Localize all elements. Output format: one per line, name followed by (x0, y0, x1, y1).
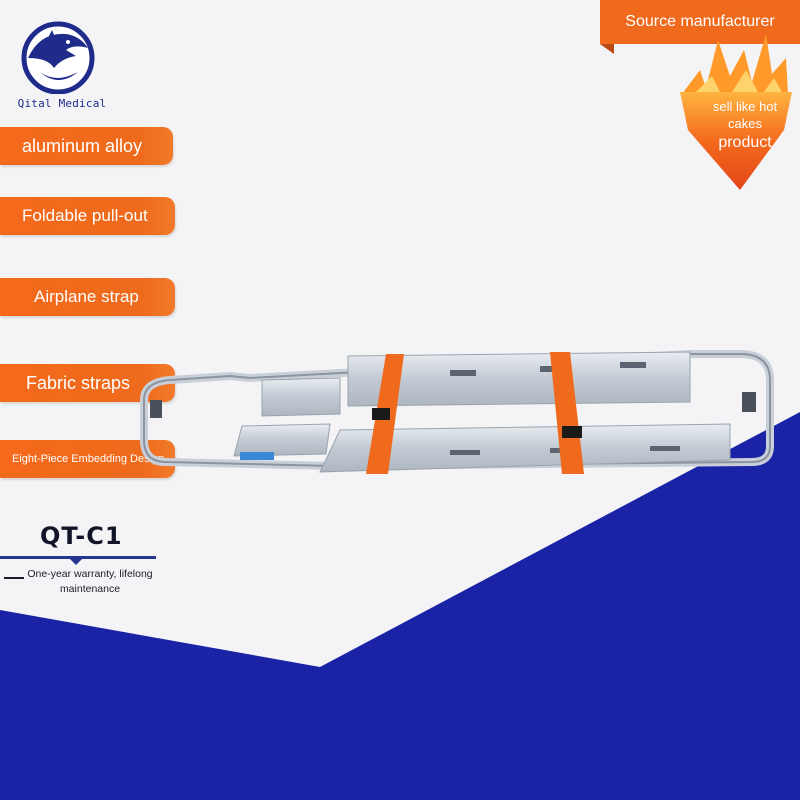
banner-fold (600, 44, 614, 54)
feature-tag-aluminum: aluminum alloy (0, 127, 173, 165)
flame-line-3: product (718, 134, 772, 151)
scoop-stretcher-icon (140, 350, 774, 474)
shark-logo-icon (21, 21, 95, 94)
hot-product-label: sell like hot cakes product (690, 98, 800, 151)
model-number: QT-C1 (40, 522, 123, 550)
flame-line-1: sell like hot (712, 99, 778, 114)
model-notch (70, 559, 82, 565)
feature-tag-foldable: Foldable pull-out (0, 197, 175, 235)
flame-line-2: cakes (728, 116, 762, 131)
feature-tag-eight-piece: Eight-Piece Embedding Design (0, 440, 175, 478)
brand-name: Qital Medical (17, 97, 107, 110)
warranty-text: One-year warranty, lifelong maintenance (27, 568, 153, 595)
source-manufacturer-banner: Source manufacturer (600, 0, 800, 44)
model-underline (0, 556, 156, 559)
flame-icon (680, 34, 792, 190)
warranty-dash (4, 577, 24, 579)
feature-tag-airplane-strap: Airplane strap (0, 278, 175, 316)
